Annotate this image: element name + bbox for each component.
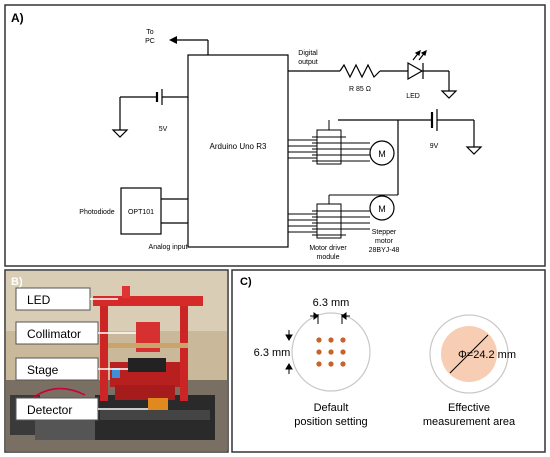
motor-2-symbol: M	[378, 204, 386, 214]
stepper-label-line2: motor	[375, 238, 394, 245]
panel-a-label: A)	[11, 11, 24, 25]
position-dot	[328, 337, 334, 343]
digital-output-line1: Digital	[298, 50, 318, 57]
callout-detector: Detector	[15, 397, 148, 421]
position-dot-grid	[316, 337, 346, 367]
battery-9v	[338, 109, 483, 195]
stepper-motor-1	[369, 140, 395, 166]
diameter-line	[449, 334, 489, 374]
callout-stage-label: Stage	[27, 363, 59, 377]
resistor-symbol	[339, 63, 381, 79]
position-dot	[340, 337, 346, 343]
effective-caption-line1: Effective	[448, 402, 490, 414]
to-pc-arrow	[169, 36, 209, 55]
photodiode-label: Photodiode	[79, 209, 115, 216]
voltage-5v-label: 5V	[159, 126, 168, 133]
callout-stage: Stage	[15, 357, 128, 381]
panel-c-label: C)	[240, 276, 252, 288]
arduino-label: Arduino Uno R3	[210, 142, 267, 151]
position-dot	[316, 349, 322, 355]
default-caption-line1: Default	[314, 402, 349, 414]
led-ground	[423, 70, 458, 99]
diameter-label: Φ=24.2 mm	[458, 349, 516, 361]
position-dot	[316, 361, 322, 367]
motor-1-symbol: M	[378, 149, 386, 159]
analog-input-wires	[161, 198, 188, 224]
led-label: LED	[406, 93, 420, 100]
spacing-h-label: 6.3 mm	[313, 297, 350, 309]
resistor-label: R 85 Ω	[349, 86, 371, 93]
voltage-9v-label: 9V	[430, 143, 439, 150]
analog-input-label: Analog input	[149, 244, 188, 251]
stepper-motor-2	[369, 195, 395, 221]
battery-5v	[111, 89, 188, 138]
opt101-block	[120, 187, 162, 235]
motor-driver-2	[288, 194, 398, 239]
digital-output-line2: output	[298, 59, 318, 66]
to-pc-line1: To	[146, 29, 154, 36]
effective-caption-line2: measurement area	[423, 416, 516, 428]
spacing-h-arrows	[310, 312, 350, 324]
default-caption-line2: position setting	[294, 416, 367, 428]
stepper-label-line1: Stepper	[372, 229, 397, 236]
callout-collimator: Collimator	[15, 321, 136, 345]
callout-led: LED	[15, 287, 118, 311]
motor-driver-1	[288, 120, 370, 165]
position-dot	[328, 349, 334, 355]
arduino-board	[187, 54, 289, 248]
callout-detector-label: Detector	[27, 403, 72, 417]
stepper-label-line3: 28BYJ-48	[369, 247, 400, 254]
spacing-v-arrows	[285, 330, 293, 374]
panel-a: A) Arduino Uno R3 To PC 5V Digital outpu…	[4, 4, 546, 267]
position-dot	[316, 337, 322, 343]
spacing-v-label: 6.3 mm	[254, 347, 291, 359]
position-dot	[328, 361, 334, 367]
motor-driver-label-line1: Motor driver	[309, 245, 347, 252]
panel-c: C) 6.3 mm 6.3 mm Default position settin…	[231, 269, 546, 453]
opt101-label: OPT101	[128, 209, 154, 216]
position-dot	[340, 361, 346, 367]
position-dot	[340, 349, 346, 355]
apparatus-photo	[6, 271, 227, 451]
panel-b: B) LED Collimator Stage Detector	[4, 269, 229, 453]
callout-led-label: LED	[27, 293, 51, 307]
to-pc-line2: PC	[145, 38, 155, 45]
panel-b-label: B)	[11, 276, 23, 288]
led-symbol	[407, 49, 427, 81]
motor-driver-label-line2: module	[317, 254, 340, 261]
callout-collimator-label: Collimator	[27, 327, 81, 341]
